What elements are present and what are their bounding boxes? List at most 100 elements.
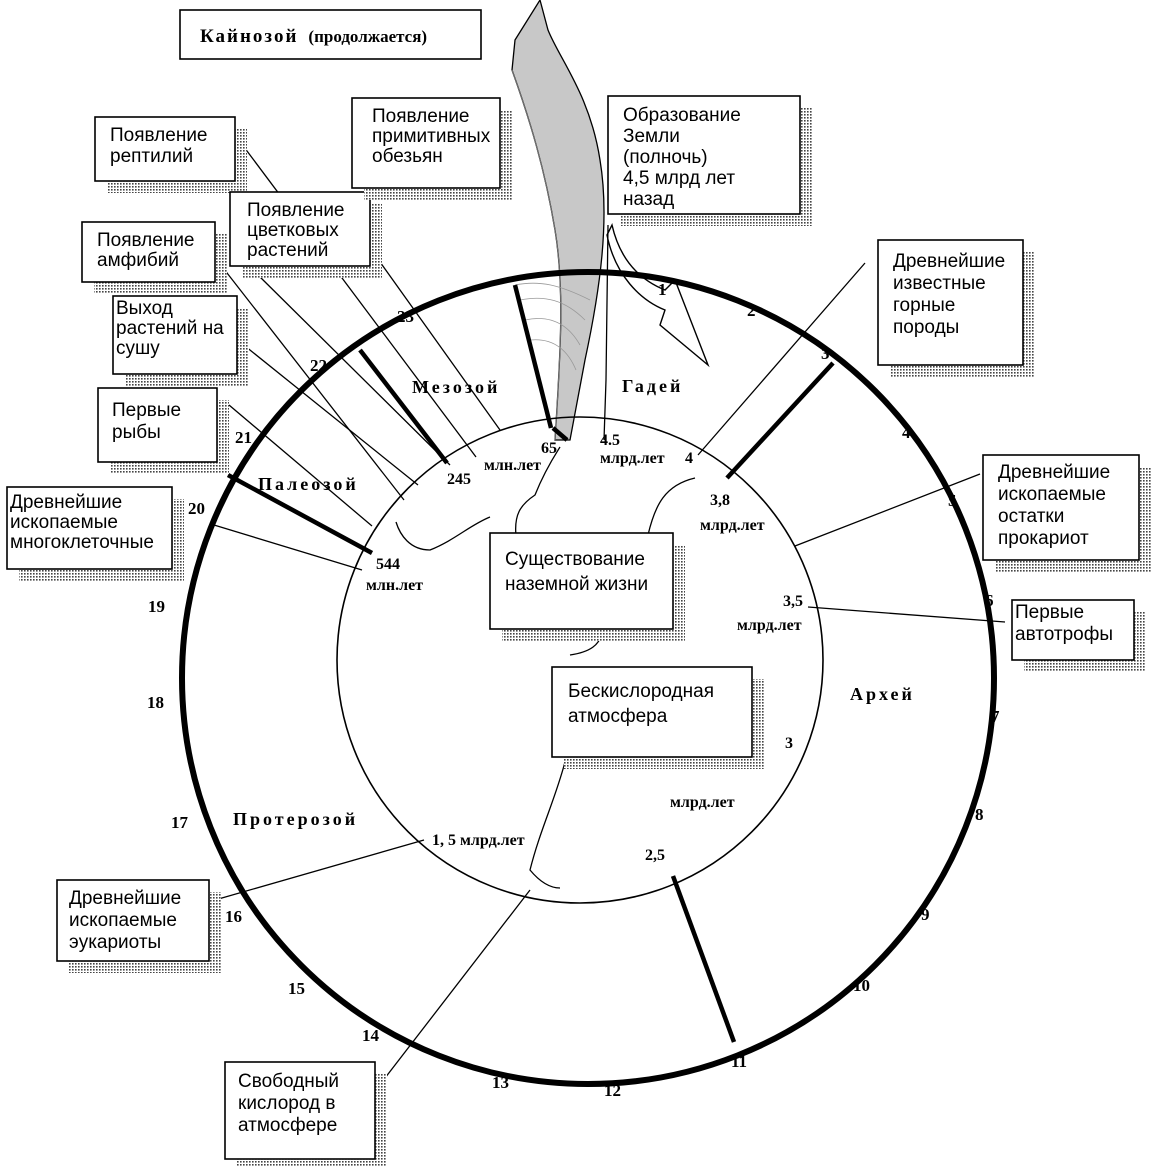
age-3-8-unit: млрд.лет [700,517,765,534]
box-line: рыбы [112,422,161,443]
box-line: Существование [505,549,645,570]
age-544-unit: млн.лет [366,577,423,594]
box-line: ископаемые [69,910,177,931]
cenozoic-arrow [511,0,605,441]
box-line: Первые [1015,602,1084,623]
box-line: известные [893,273,986,294]
box-line: обезьян [372,146,443,167]
box-line: 4,5 млрд лет [623,168,735,189]
box-line: остатки [998,506,1064,527]
hour-number: 22 [310,356,327,375]
hour-number: 11 [731,1052,747,1071]
age-2-5: 2,5 [645,847,665,864]
hour-number: 14 [362,1026,380,1045]
box-line: Образование [623,105,741,126]
hour-number: 1 [658,280,667,299]
hour-number: 3 [821,344,830,363]
age-65: 65 [541,440,557,457]
hour-number: 21 [235,428,252,447]
cenozoic-subtitle: (продолжается) [308,27,427,46]
box-line: ископаемые [998,484,1106,505]
hour-number: 20 [188,499,205,518]
box-line: Выход [116,298,173,319]
box-line: наземной жизни [505,574,648,595]
hour-number: 16 [225,907,242,926]
box-line: Появление [247,200,345,221]
hour-number: 18 [147,693,164,712]
box-land-life: Существование наземной жизни [489,532,685,641]
age-4-5: 4.5 [600,432,620,449]
age-65-unit: млн.лет [484,457,541,474]
box-anoxic: Бескислородная атмосфера [551,666,764,769]
age-1-5: 1, 5 млрд.лет [432,832,525,849]
age-labels: 65 млн.лет 4.5 млрд.лет 4 3,8 млрд.лет 3… [366,432,803,864]
box-line: ископаемые [10,512,118,533]
box-line: Древнейшие [893,251,1005,272]
box-line: Появление [97,230,195,251]
era-proterozoy: Протерозой [233,809,358,829]
box-line: кислород в [238,1093,335,1114]
era-mezozoy: Мезозой [412,377,500,397]
box-line: растений [247,240,328,261]
age-3-5: 3,5 [783,593,803,610]
box-line: назад [623,189,674,210]
cenozoic-title: Кайнозой [200,26,298,47]
hour-number: 17 [171,813,189,832]
connector-lines [207,134,1006,1079]
box-line: амфибий [97,250,179,271]
hour-number: 2 [747,301,756,320]
hour-number: 8 [975,805,984,824]
box-line: атмосфера [568,706,668,727]
box-line: прокариот [998,528,1089,549]
box-line: атмосфере [238,1115,337,1136]
age-3-5-unit: млрд.лет [737,617,802,634]
era-gadey: Гадей [622,376,683,396]
hour-number: 15 [288,979,305,998]
age-4: 4 [685,450,693,467]
box-line: Древнейшие [998,462,1110,483]
earth-formation-arrow [606,222,710,368]
age-3-8: 3,8 [710,492,730,509]
box-line: Бескислородная [568,681,714,702]
box-line: (полночь) [623,147,708,168]
hour-number: 13 [492,1073,509,1092]
age-4-5-unit: млрд.лет [600,450,665,467]
box-line: Первые [112,400,181,421]
box-line: примитивных [372,126,491,147]
age-544: 544 [376,556,400,573]
box-line: Древнейшие [10,492,122,513]
box-line: цветковых [247,220,339,241]
clock-face [179,269,997,1087]
box-line: горные [893,295,955,316]
hour-number: 23 [397,307,414,326]
box-line: Появление [372,106,470,127]
hour-number: 4 [902,423,911,442]
age-3: 3 [785,735,793,752]
era-paleozoy: Палеозой [258,474,359,494]
box-line: рептилий [110,146,193,167]
hour-number: 10 [853,976,870,995]
cenozoic-title-box: Кайнозой (продолжается) [179,9,482,60]
hour-number: 19 [148,597,165,616]
box-line: эукариоты [69,932,161,953]
hour-number: 12 [604,1081,621,1100]
box-line: Появление [110,125,208,146]
box-line: Свободный [238,1071,339,1092]
era-arhey: Архей [850,684,915,704]
hour-number: 9 [921,905,930,924]
box-line: растений на [116,318,224,339]
hour-number: 5 [948,491,957,510]
box-line: Земли [623,126,680,147]
